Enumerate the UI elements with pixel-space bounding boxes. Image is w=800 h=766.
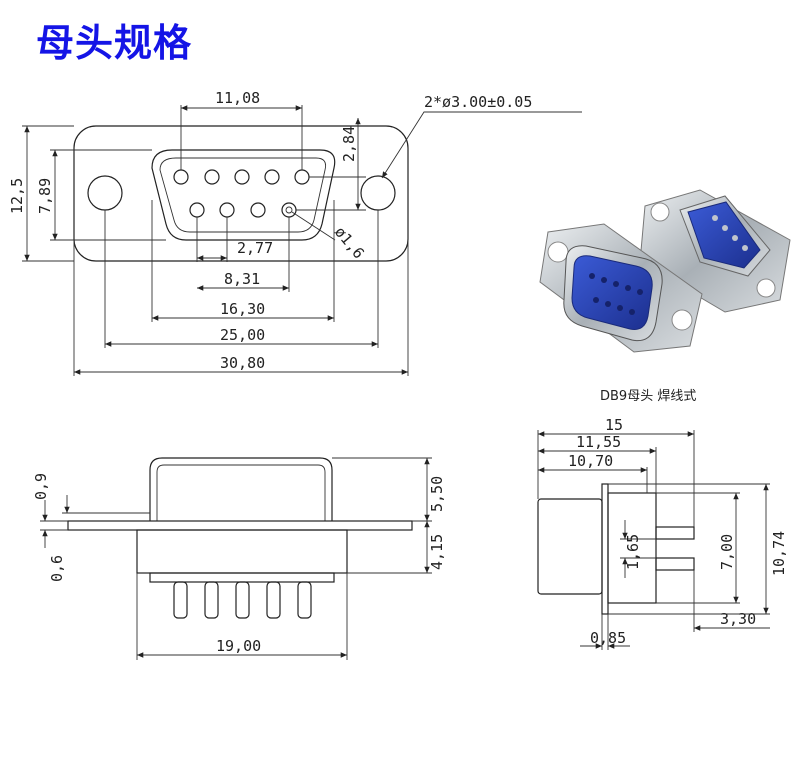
solder-pin [173, 581, 188, 619]
dim-pin-diameter: ø1,6 [331, 223, 368, 262]
pin [204, 169, 220, 185]
solder-tail [655, 557, 695, 571]
dim-flange-width: 30,80 [220, 354, 265, 372]
page-title: 母头规格 [36, 21, 193, 65]
solder-pin [266, 581, 281, 619]
dim-length-2: 11,55 [576, 433, 621, 451]
dim-overall-length: 15 [605, 416, 623, 434]
shell-side [537, 498, 603, 595]
shell-outline [151, 149, 336, 241]
front-view [22, 105, 582, 376]
dim-pin-spacing: 1,65 [624, 534, 642, 570]
dim-row-height: 2,84 [340, 126, 358, 162]
pin [264, 169, 280, 185]
body-lower [149, 572, 335, 583]
dim-pin-row-bottom: 8,31 [224, 270, 260, 288]
dim-flange-thickness: 0,6 [48, 555, 66, 582]
dim-shell-above: 5,50 [428, 476, 446, 512]
solder-pin [204, 581, 219, 619]
shell-inner-outline [159, 157, 327, 233]
solder-pin [297, 581, 312, 619]
pin [250, 202, 266, 218]
dim-pin-length: 3,30 [720, 610, 756, 628]
dim-pin-span: 7,00 [718, 534, 736, 570]
dim-flange-height: 12,5 [8, 178, 26, 214]
end-view [537, 430, 770, 650]
dim-hole-note: 2*ø3.00±0.05 [424, 93, 532, 111]
pin [219, 202, 235, 218]
shell-outline [149, 457, 333, 521]
pin [173, 169, 189, 185]
side-dimensions: 5,50 4,15 0,9 0,6 19,00 [32, 473, 446, 655]
front-dimensions: 11,08 2*ø3.00±0.05 2,77 8,31 16,30 25,00… [8, 89, 532, 372]
dim-pin-pitch: 2,77 [237, 239, 273, 257]
dim-hole-spacing: 25,00 [220, 326, 265, 344]
dim-pin-row-top: 11,08 [215, 89, 260, 107]
flange [67, 520, 413, 531]
dim-plate-thickness: 0,85 [590, 629, 626, 647]
product-photo [539, 189, 791, 353]
dim-length-3: 10,70 [568, 452, 613, 470]
product-caption: DB9母头 焊线式 [600, 389, 697, 404]
flange-plate [601, 483, 609, 615]
shell-inner-outline [156, 464, 326, 521]
dim-body-width: 19,00 [216, 637, 261, 655]
dim-shell-wall: 0,9 [32, 473, 50, 500]
dim-shell-height: 7,89 [36, 178, 54, 214]
connector-front [539, 223, 703, 353]
side-view [40, 457, 432, 660]
mount-hole-left [87, 175, 123, 211]
pin [234, 169, 250, 185]
end-dimensions: 15 11,55 10,70 1,65 7,00 10,74 3,30 0,85 [568, 416, 788, 647]
pin-center [285, 206, 293, 214]
solder-tail [655, 526, 695, 540]
flange-outline [73, 125, 409, 262]
pin [281, 202, 297, 218]
dim-flange-height: 10,74 [770, 531, 788, 576]
pin [294, 169, 310, 185]
mount-hole-right [360, 175, 396, 211]
body [136, 529, 348, 574]
pin [189, 202, 205, 218]
body-side [607, 492, 657, 604]
solder-pin [235, 581, 250, 619]
dim-shell-width: 16,30 [220, 300, 265, 318]
dim-body-below: 4,15 [428, 534, 446, 570]
